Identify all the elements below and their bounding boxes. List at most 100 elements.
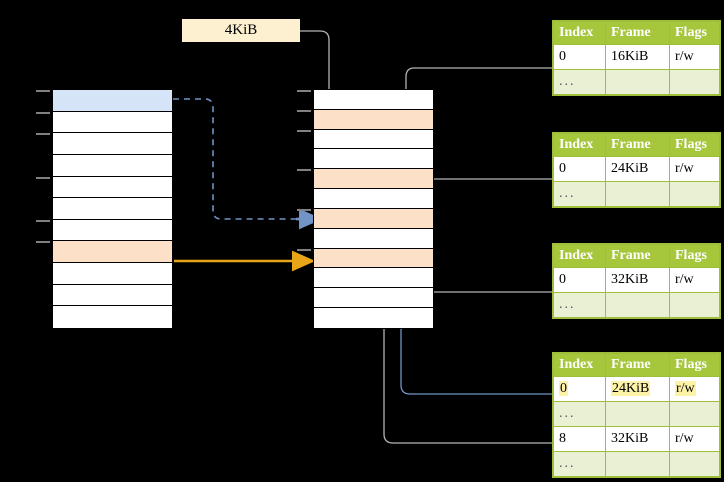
cell-frame — [605, 181, 670, 208]
cell-index: ... — [553, 292, 606, 319]
cell-flags — [669, 181, 720, 208]
memory-cell — [36, 111, 172, 134]
memory-cell — [53, 284, 172, 307]
wire-table2-to-physical — [411, 178, 552, 228]
row-tick-mark — [36, 133, 50, 136]
memory-cell — [36, 219, 172, 242]
memory-cell — [314, 308, 433, 328]
cell-index: 0 — [553, 267, 606, 294]
cell-frame: 24KiB — [605, 376, 670, 403]
row-tick-mark — [297, 208, 311, 211]
table-row[interactable]: 0 24KiB r/w — [553, 376, 720, 403]
memory-cell — [297, 248, 433, 269]
row-tick-mark — [36, 176, 50, 179]
memory-cell — [36, 176, 172, 199]
column-header-index: Index — [553, 243, 606, 269]
cell-index: 0 — [553, 376, 606, 403]
column-header-flags: Flags — [669, 20, 720, 46]
wire-virtual-to-physical-dashed — [173, 98, 323, 230]
column-header-flags: Flags — [669, 132, 720, 158]
cell-index: ... — [553, 451, 606, 478]
cell-index: ... — [553, 401, 606, 428]
table-ellipsis-row: ... — [553, 401, 720, 428]
row-tick-mark — [36, 90, 50, 92]
cell-flags — [669, 401, 720, 428]
cell-flags — [669, 292, 720, 319]
column-header-index: Index — [553, 132, 606, 158]
highlighted-value: 0 — [559, 381, 568, 397]
memory-cell — [314, 268, 433, 289]
cell-flags: r/w — [669, 156, 720, 183]
highlighted-value: r/w — [675, 381, 696, 397]
row-tick-mark — [36, 111, 50, 114]
cell-flags: r/w — [669, 426, 720, 453]
row-tick-mark — [297, 109, 311, 112]
cell-frame — [605, 69, 670, 96]
table-ellipsis-row: ... — [553, 181, 720, 208]
cell-index: ... — [553, 69, 606, 96]
cell-frame: 32KiB — [605, 267, 670, 294]
memory-cell — [314, 149, 433, 170]
memory-cell — [53, 154, 172, 177]
row-tick-mark — [297, 248, 311, 251]
wire-table3-to-physical — [413, 252, 552, 293]
cell-flags: r/w — [669, 267, 720, 294]
cell-frame: 16KiB — [605, 44, 670, 71]
column-header-frame: Frame — [605, 132, 670, 158]
table-ellipsis-row: ... — [553, 292, 720, 319]
column-header-flags: Flags — [669, 352, 720, 378]
memory-cell — [297, 90, 433, 110]
memory-cell — [314, 288, 433, 309]
memory-cell — [36, 241, 172, 263]
column-header-index: Index — [553, 20, 606, 46]
column-header-frame: Frame — [605, 352, 670, 378]
highlighted-value: 24KiB — [611, 381, 651, 397]
cell-index: ... — [553, 181, 606, 208]
cell-index: 0 — [553, 44, 606, 71]
memory-cell — [314, 228, 433, 249]
memory-cell — [297, 169, 433, 190]
column-header-index: Index — [553, 352, 606, 378]
page-size-label: 4KiB — [182, 19, 300, 42]
cell-flags: r/w — [669, 376, 720, 403]
memory-cell — [314, 189, 433, 209]
column-header-frame: Frame — [605, 20, 670, 46]
cell-flags — [669, 69, 720, 96]
column-header-frame: Frame — [605, 243, 670, 269]
cell-frame — [605, 401, 670, 428]
cell-frame — [605, 451, 670, 478]
row-tick-mark — [36, 241, 50, 244]
cell-flags — [669, 451, 720, 478]
virtual-memory-column — [36, 89, 173, 329]
row-tick-mark — [297, 129, 311, 132]
memory-cell — [36, 133, 172, 155]
physical-memory-column — [297, 89, 434, 329]
memory-cell — [297, 109, 433, 130]
memory-cell — [53, 263, 172, 285]
row-tick-mark — [36, 219, 50, 222]
cell-frame — [605, 292, 670, 319]
memory-cell — [36, 90, 172, 112]
memory-cell — [53, 198, 172, 220]
memory-cell — [297, 129, 433, 150]
memory-cell — [297, 208, 433, 229]
memory-cell — [53, 306, 172, 328]
cell-frame: 24KiB — [605, 156, 670, 183]
cell-frame: 32KiB — [605, 426, 670, 453]
column-header-flags: Flags — [669, 243, 720, 269]
table-ellipsis-row: ... — [553, 69, 720, 96]
cell-flags: r/w — [669, 44, 720, 71]
